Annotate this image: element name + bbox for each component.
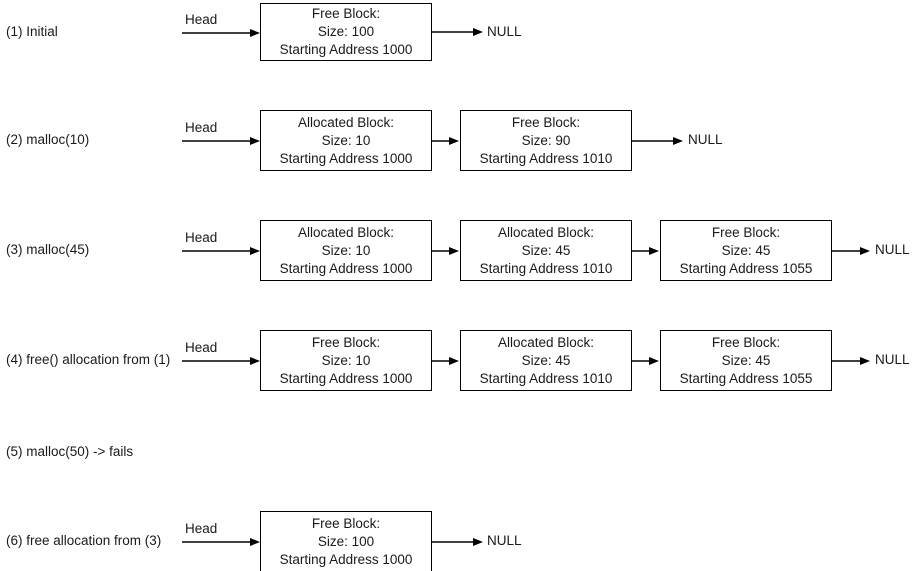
block-size: Size: 90	[521, 132, 571, 148]
block-address: Starting Address 1010	[479, 370, 613, 386]
block-type: Allocated Block:	[297, 114, 395, 130]
link-arrow-3-2	[632, 246, 662, 256]
head-arrow-2	[182, 136, 262, 146]
null-label-1: NULL	[487, 24, 522, 39]
null-label-4: NULL	[875, 352, 910, 367]
block-type: Allocated Block:	[497, 334, 595, 350]
block-4-3: Free Block: Size: 45 Starting Address 10…	[660, 330, 832, 391]
block-4-1: Free Block: Size: 10 Starting Address 10…	[260, 330, 432, 391]
block-size: Size: 10	[321, 352, 371, 368]
block-size: Size: 10	[321, 132, 371, 148]
step-label-6: (6) free allocation from (3)	[6, 533, 162, 548]
head-arrow-6	[182, 537, 262, 547]
null-arrow-6	[432, 537, 488, 547]
null-arrow-2	[632, 136, 688, 146]
null-label-6: NULL	[487, 533, 522, 548]
block-address: Starting Address 1010	[479, 260, 613, 276]
null-label-3: NULL	[875, 242, 910, 257]
step-label-2: (2) malloc(10)	[6, 132, 90, 147]
block-size: Size: 100	[317, 533, 375, 549]
step-label-1: (1) Initial	[6, 24, 58, 39]
block-3-3: Free Block: Size: 45 Starting Address 10…	[660, 220, 832, 281]
block-1-1: Free Block: Size: 100 Starting Address 1…	[260, 3, 432, 61]
link-arrow-2-1	[432, 136, 462, 146]
head-arrow-3	[182, 246, 262, 256]
null-arrow-4	[832, 356, 874, 366]
block-3-2: Allocated Block: Size: 45 Starting Addre…	[460, 220, 632, 281]
block-address: Starting Address 1000	[279, 370, 413, 386]
step-label-3: (3) malloc(45)	[6, 242, 90, 257]
block-size: Size: 45	[721, 352, 771, 368]
head-label-4: Head	[185, 340, 218, 355]
block-size: Size: 100	[317, 24, 375, 39]
head-label-6: Head	[185, 521, 218, 536]
block-address: Starting Address 1000	[279, 551, 413, 567]
block-address: Starting Address 1055	[679, 260, 813, 276]
block-type: Free Block:	[311, 515, 381, 531]
null-arrow-1	[432, 27, 488, 37]
block-size: Size: 45	[521, 352, 571, 368]
link-arrow-3-1	[432, 246, 462, 256]
block-2-1: Allocated Block: Size: 10 Starting Addre…	[260, 110, 432, 171]
head-arrow-4	[182, 356, 262, 366]
step-label-4: (4) free() allocation from (1)	[6, 352, 171, 367]
null-label-2: NULL	[688, 132, 723, 147]
head-label-1: Head	[185, 12, 218, 27]
null-arrow-3	[832, 246, 874, 256]
block-address: Starting Address 1000	[279, 260, 413, 276]
block-address: Starting Address 1055	[679, 370, 813, 386]
block-address: Starting Address 1000	[279, 42, 413, 57]
block-3-1: Allocated Block: Size: 10 Starting Addre…	[260, 220, 432, 281]
block-type: Allocated Block:	[297, 224, 395, 240]
block-type: Free Block:	[511, 114, 581, 130]
block-type: Free Block:	[711, 334, 781, 350]
block-6-1: Free Block: Size: 100 Starting Address 1…	[260, 511, 432, 571]
block-size: Size: 45	[521, 242, 571, 258]
step-label-5: (5) malloc(50) -> fails	[6, 444, 134, 459]
head-label-2: Head	[185, 120, 218, 135]
block-type: Free Block:	[711, 224, 781, 240]
link-arrow-4-1	[432, 356, 462, 366]
head-arrow-1	[182, 28, 262, 38]
block-type: Free Block:	[311, 334, 381, 350]
link-arrow-4-2	[632, 356, 662, 366]
block-size: Size: 45	[721, 242, 771, 258]
block-type: Free Block:	[311, 6, 381, 21]
block-type: Allocated Block:	[497, 224, 595, 240]
block-2-2: Free Block: Size: 90 Starting Address 10…	[460, 110, 632, 171]
head-label-3: Head	[185, 230, 218, 245]
block-size: Size: 10	[321, 242, 371, 258]
block-address: Starting Address 1000	[279, 150, 413, 166]
block-address: Starting Address 1010	[479, 150, 613, 166]
block-4-2: Allocated Block: Size: 45 Starting Addre…	[460, 330, 632, 391]
